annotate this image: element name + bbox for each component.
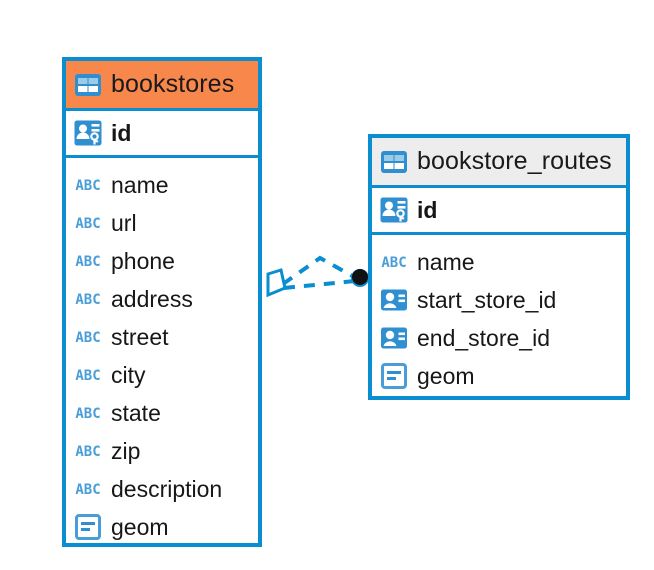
field-row-end-store-id[interactable]: end_store_id: [372, 319, 626, 357]
field-label-zip: zip: [111, 437, 141, 464]
svg-text:ABC: ABC: [75, 254, 100, 269]
field-spacer: [372, 235, 626, 243]
geometry-icon: [74, 514, 102, 540]
abc-text-icon: ABC: [74, 253, 102, 269]
foreign-key-icon: [380, 325, 408, 351]
svg-text:ABC: ABC: [75, 444, 100, 459]
field-label-url: url: [111, 209, 137, 236]
filled-circle-marker: [352, 269, 368, 285]
field-label-description: description: [111, 475, 223, 502]
entity-bookstores[interactable]: bookstores id: [62, 57, 262, 547]
field-label-geom: geom: [111, 513, 169, 540]
field-row-address[interactable]: ABC address: [66, 280, 258, 318]
entity-bookstore-routes-title: bookstore_routes: [417, 147, 612, 175]
field-label-id: id: [111, 119, 132, 146]
field-row-description[interactable]: ABC description: [66, 470, 258, 508]
primary-key-icon: [74, 120, 102, 146]
polygon-marker: [266, 268, 287, 298]
field-label-name: name: [111, 171, 169, 198]
primary-key-icon: [380, 197, 408, 223]
abc-text-icon: ABC: [74, 481, 102, 497]
svg-text:ABC: ABC: [75, 178, 100, 193]
entity-bookstores-fields: id ABC name ABC url: [66, 111, 258, 546]
abc-text-icon: ABC: [74, 291, 102, 307]
entity-bookstore-routes[interactable]: bookstore_routes id: [368, 134, 630, 400]
svg-text:ABC: ABC: [75, 216, 100, 231]
filled-circle-marker-ring: [351, 269, 369, 287]
field-label-state: state: [111, 399, 161, 426]
svg-text:ABC: ABC: [75, 330, 100, 345]
field-row-url[interactable]: ABC url: [66, 204, 258, 242]
relationship-line-lower: [283, 279, 356, 290]
field-row-id[interactable]: id: [372, 188, 626, 235]
field-label-start-store-id: start_store_id: [417, 286, 557, 313]
entity-bookstore-routes-fields: id ABC name: [372, 188, 626, 395]
field-row-geom[interactable]: geom: [372, 357, 626, 395]
geometry-icon: [380, 363, 408, 389]
table-icon: [74, 73, 102, 97]
svg-text:ABC: ABC: [381, 255, 406, 270]
field-row-zip[interactable]: ABC zip: [66, 432, 258, 470]
abc-text-icon: ABC: [74, 329, 102, 345]
field-row-geom[interactable]: geom: [66, 508, 258, 546]
entity-bookstore-routes-header[interactable]: bookstore_routes: [372, 138, 626, 188]
relationship-line-upper: [281, 255, 357, 286]
abc-text-icon: ABC: [74, 177, 102, 193]
abc-text-icon: ABC: [74, 443, 102, 459]
field-row-name[interactable]: ABC name: [66, 166, 258, 204]
table-icon: [380, 150, 408, 174]
field-row-name[interactable]: ABC name: [372, 243, 626, 281]
svg-text:ABC: ABC: [75, 406, 100, 421]
field-label-end-store-id: end_store_id: [417, 324, 550, 351]
field-row-start-store-id[interactable]: start_store_id: [372, 281, 626, 319]
field-row-city[interactable]: ABC city: [66, 356, 258, 394]
abc-text-icon: ABC: [74, 367, 102, 383]
abc-text-icon: ABC: [74, 215, 102, 231]
field-spacer: [66, 158, 258, 166]
abc-text-icon: ABC: [74, 405, 102, 421]
field-label-phone: phone: [111, 247, 175, 274]
entity-bookstores-header[interactable]: bookstores: [66, 61, 258, 111]
field-row-state[interactable]: ABC state: [66, 394, 258, 432]
abc-text-icon: ABC: [380, 254, 408, 270]
field-label-city: city: [111, 361, 146, 388]
field-label-geom: geom: [417, 362, 475, 389]
svg-text:ABC: ABC: [75, 368, 100, 383]
field-row-id[interactable]: id: [66, 111, 258, 158]
svg-text:ABC: ABC: [75, 292, 100, 307]
foreign-key-icon: [380, 287, 408, 313]
field-row-phone[interactable]: ABC phone: [66, 242, 258, 280]
field-label-street: street: [111, 323, 169, 350]
field-label-address: address: [111, 285, 193, 312]
field-label-id: id: [417, 196, 438, 223]
entity-bookstores-title: bookstores: [111, 70, 235, 98]
svg-text:ABC: ABC: [75, 482, 100, 497]
field-label-name: name: [417, 248, 475, 275]
field-row-street[interactable]: ABC street: [66, 318, 258, 356]
